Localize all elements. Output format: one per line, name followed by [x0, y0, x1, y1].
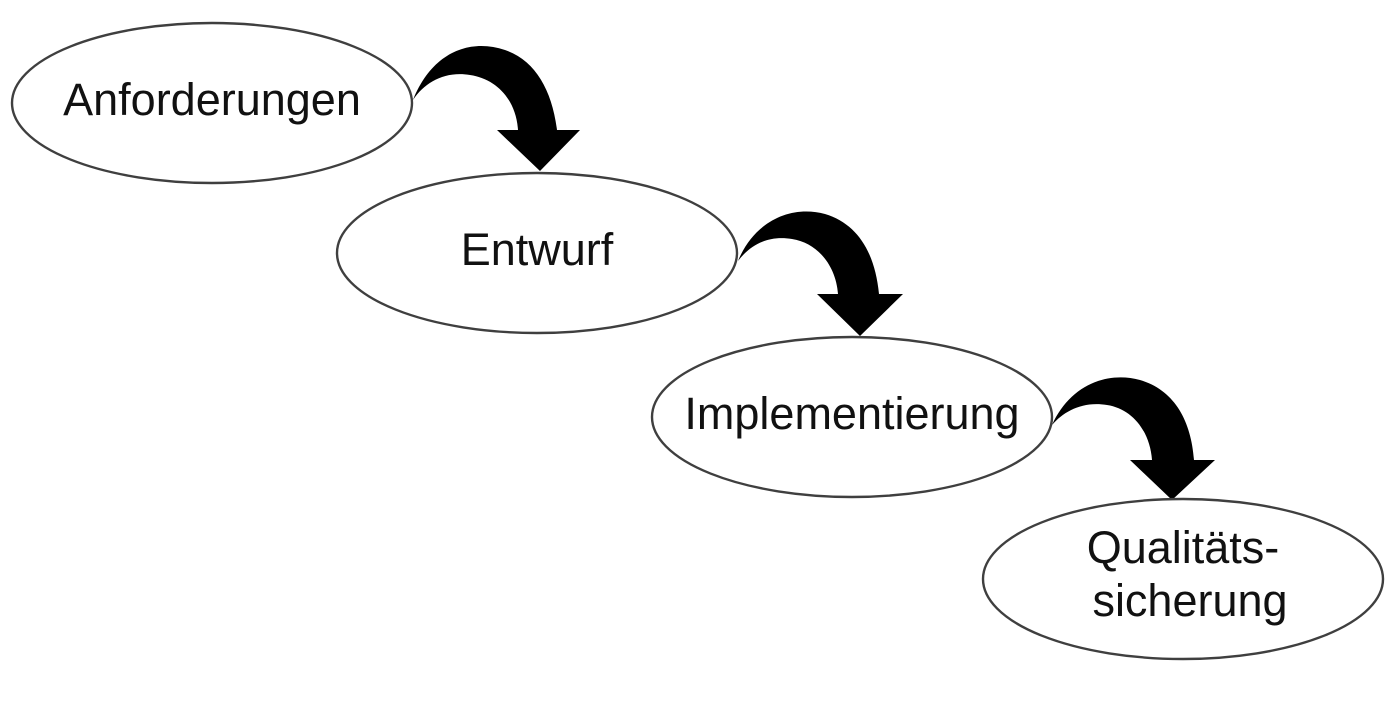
arrow-implementierung-to-qualitaetssicherung [1052, 377, 1215, 500]
step-qualitaetssicherung-ellipse [981, 497, 1385, 661]
step-qualitaetssicherung: Qualitäts- sicherung [981, 497, 1385, 661]
step-qualitaetssicherung-label-line-2: sicherung [1092, 575, 1287, 626]
step-implementierung-label: Implementierung [684, 388, 1019, 439]
step-anforderungen-ellipse [10, 21, 414, 185]
step-implementierung-ellipse [650, 335, 1054, 499]
step-entwurf-ellipse [335, 171, 739, 335]
arrow-anforderungen-to-entwurf [413, 45, 580, 172]
step-entwurf: Entwurf [335, 171, 739, 335]
arrow-entwurf-to-implementierung [738, 211, 903, 336]
step-entwurf-label: Entwurf [461, 224, 614, 275]
step-implementierung: Implementierung [650, 335, 1054, 499]
arrows-layer [413, 45, 1215, 500]
step-qualitaetssicherung-label-line-1: Qualitäts- [1087, 522, 1280, 573]
step-anforderungen: Anforderungen [10, 21, 414, 185]
step-anforderungen-label: Anforderungen [63, 74, 361, 125]
